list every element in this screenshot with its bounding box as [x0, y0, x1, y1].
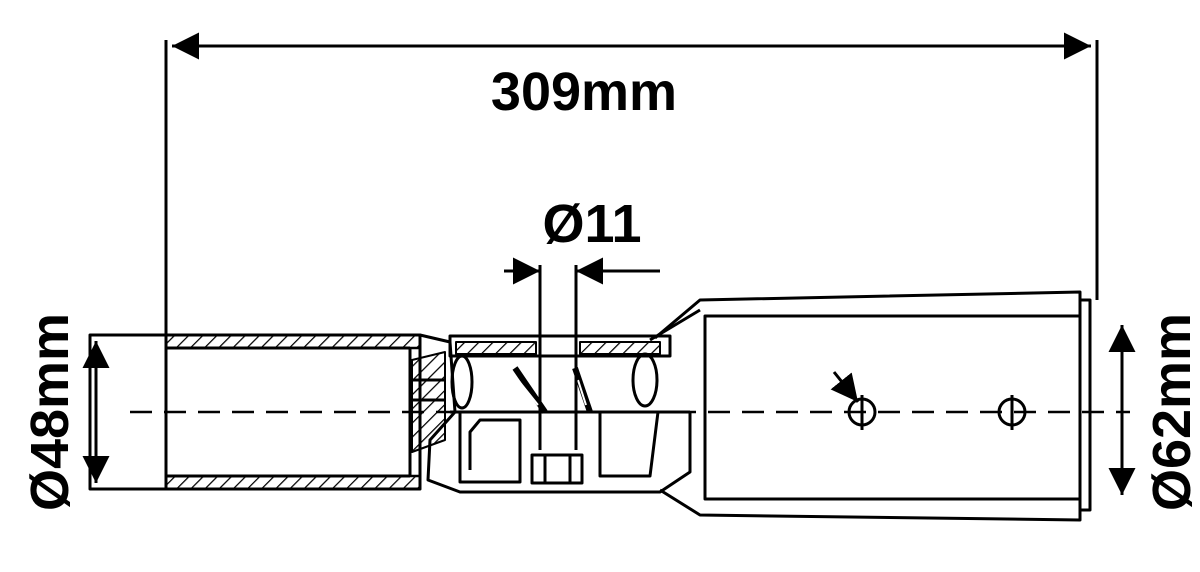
overall-length-dimension: [164, 32, 1099, 488]
outlet-cone: [649, 290, 1092, 522]
inlet-transition: [411, 333, 692, 494]
outlet-body: [703, 300, 1082, 510]
outlet-diameter-label: Ø62mm: [1142, 313, 1200, 511]
hole-diameter-label: Ø11: [542, 194, 641, 254]
perforation-holes: [830, 371, 1027, 430]
hole-diameter-dimension: [504, 257, 660, 450]
inlet-diameter-label: Ø48mm: [20, 313, 80, 511]
overall-length-label: 309mm: [491, 62, 677, 122]
central-chamber: [448, 334, 690, 485]
